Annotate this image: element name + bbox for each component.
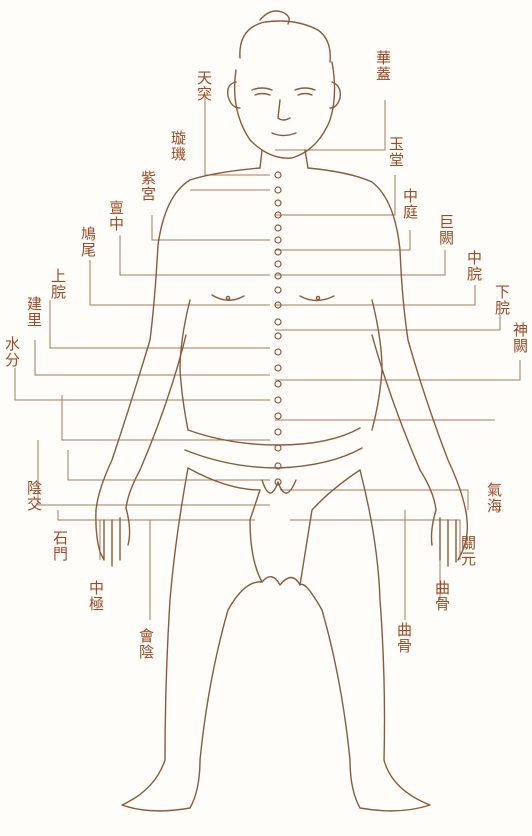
label-yu-tang: 玉堂 bbox=[388, 136, 404, 168]
label-shen-que: 神闕 bbox=[512, 322, 528, 354]
label-guan-yuan: 關元 bbox=[460, 535, 476, 567]
label-yin-jiao: 陰交 bbox=[26, 480, 42, 512]
label-zhong-ji: 中極 bbox=[88, 580, 104, 612]
body-outline bbox=[96, 11, 468, 811]
label-qu-gu: 曲骨 bbox=[434, 580, 450, 612]
label-shang-wan: 上脘 bbox=[50, 268, 66, 300]
label-shi-men: 石門 bbox=[52, 530, 68, 562]
label-zhong-ting: 中庭 bbox=[402, 188, 418, 220]
acupoint-dots bbox=[275, 172, 281, 485]
label-jian-li: 建里 bbox=[26, 296, 42, 328]
label-xuan-ji: 璇璣 bbox=[170, 130, 186, 162]
label-hua-gai: 華蓋 bbox=[375, 50, 391, 82]
label-zhong-wan: 中脘 bbox=[466, 250, 482, 282]
label-hui-yin: 會陰 bbox=[138, 628, 154, 660]
guide-lines bbox=[15, 95, 520, 620]
label-dan-zhong: 亶中 bbox=[108, 200, 124, 232]
label-xia-wan: 下脘 bbox=[494, 284, 510, 316]
label-tian-tu: 天突 bbox=[196, 70, 212, 102]
label-ju-que: 巨闕 bbox=[438, 214, 454, 246]
label-qi-hai: 氣海 bbox=[486, 482, 502, 514]
label-qu-gu-lower: 曲骨 bbox=[396, 622, 412, 654]
label-shui-fen: 水分 bbox=[4, 336, 20, 368]
label-jiu-wei: 鳩尾 bbox=[80, 226, 96, 258]
label-zi-gong: 紫宮 bbox=[140, 170, 156, 202]
